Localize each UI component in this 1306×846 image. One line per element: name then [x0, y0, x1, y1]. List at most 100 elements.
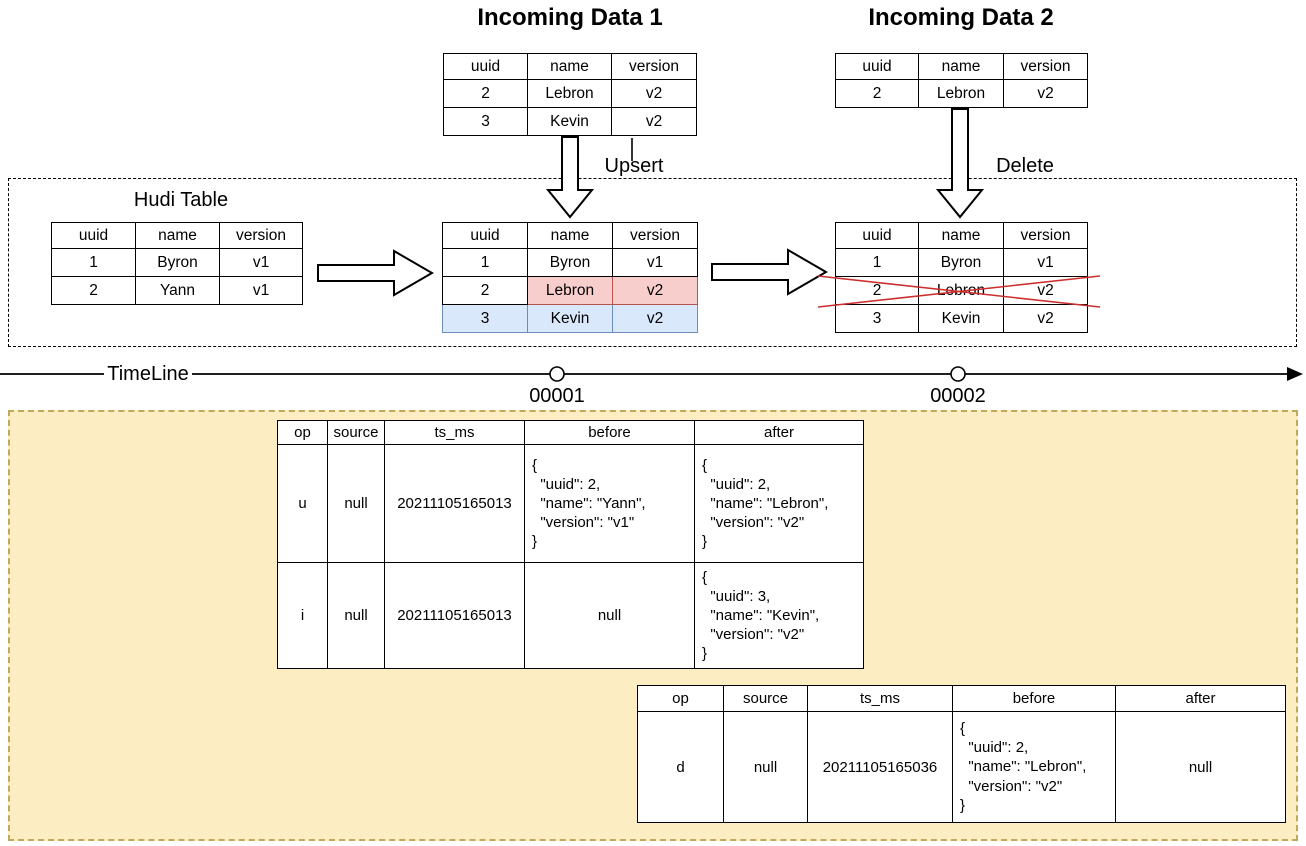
header-cell: name — [135, 222, 220, 249]
cdc-table-commit-00001: op source ts_ms before after u null 2021… — [277, 420, 864, 669]
header-cell: source — [723, 685, 808, 712]
incoming-data-2-title: Incoming Data 2 — [868, 4, 1054, 31]
cell: 2 — [442, 276, 528, 305]
header-cell: after — [694, 420, 864, 445]
header-cell: uuid — [835, 53, 919, 80]
header-cell: name — [918, 53, 1004, 80]
source-cell: null — [327, 444, 385, 563]
commit-00002-marker — [950, 366, 966, 382]
ts-cell: 20211105165013 — [384, 562, 525, 669]
op-cell: d — [637, 711, 724, 823]
header-cell: uuid — [443, 53, 528, 80]
after-cell: { "uuid": 3, "name": "Kevin", "version":… — [694, 562, 864, 669]
cell: 2 — [835, 276, 919, 305]
deleted-row: 2 Lebron v2 — [835, 276, 1088, 305]
header-row: op source ts_ms before after — [277, 420, 864, 445]
cell: v2 — [611, 79, 697, 108]
before-cell: { "uuid": 2, "name": "Yann", "version": … — [524, 444, 695, 563]
header-cell: op — [637, 685, 724, 712]
cell: 2 — [443, 79, 528, 108]
cell: 2 — [835, 79, 919, 108]
header-cell: name — [527, 53, 612, 80]
after-cell: { "uuid": 2, "name": "Lebron", "version"… — [694, 444, 864, 563]
header-cell: uuid — [835, 222, 919, 249]
cdc-update-row: u null 20211105165013 { "uuid": 2, "name… — [277, 444, 864, 563]
cell: Byron — [135, 248, 220, 277]
hudi-table-title: Hudi Table — [133, 189, 229, 211]
cdc-delete-row: d null 20211105165036 { "uuid": 2, "name… — [637, 711, 1286, 823]
commit-00001-label: 00001 — [529, 385, 585, 407]
timeline-label: TimeLine — [107, 363, 189, 385]
before-cell: { "uuid": 2, "name": "Lebron", "version"… — [952, 711, 1116, 823]
header-cell: after — [1115, 685, 1286, 712]
source-cell: null — [327, 562, 385, 669]
table-row: 2 Lebron v2 — [443, 79, 697, 108]
header-cell: uuid — [51, 222, 136, 249]
table-row: 3 Kevin v2 — [443, 107, 697, 136]
cell: v2 — [611, 107, 697, 136]
updated-row: 2 Lebron v2 — [442, 276, 698, 305]
header-cell: source — [327, 420, 385, 445]
table-row: 3 Kevin v2 — [835, 304, 1088, 333]
cell: v1 — [219, 248, 303, 277]
table-row: 2 Yann v1 — [51, 276, 303, 305]
hudi-table-after-delete: uuid name version 1 Byron v1 2 Lebron v2… — [835, 222, 1088, 333]
table-row: 1 Byron v1 — [51, 248, 303, 277]
header-cell: uuid — [442, 222, 528, 249]
cell: Yann — [135, 276, 220, 305]
incoming-data-2-table: uuid name version 2 Lebron v2 — [835, 53, 1088, 108]
cell: v1 — [219, 276, 303, 305]
cell: 1 — [442, 248, 528, 277]
commit-00001-marker — [549, 366, 565, 382]
header-cell: before — [952, 685, 1116, 712]
cell: Lebron — [918, 79, 1004, 108]
delete-label: Delete — [996, 155, 1054, 177]
cell: 1 — [835, 248, 919, 277]
header-row: uuid name version — [835, 222, 1088, 249]
cell: Byron — [527, 248, 613, 277]
cell: v1 — [1003, 248, 1088, 277]
table-row: 2 Lebron v2 — [835, 79, 1088, 108]
source-cell: null — [723, 711, 808, 823]
header-cell: version — [611, 53, 697, 80]
cell: Lebron — [918, 276, 1004, 305]
header-cell: version — [219, 222, 303, 249]
op-cell: u — [277, 444, 328, 563]
header-cell: name — [918, 222, 1004, 249]
upsert-label: Upsert — [604, 155, 664, 177]
cell: v1 — [612, 248, 698, 277]
inserted-row: 3 Kevin v2 — [442, 304, 698, 333]
commit-00002-label: 00002 — [930, 385, 986, 407]
ts-cell: 20211105165013 — [384, 444, 525, 563]
cell: 3 — [443, 107, 528, 136]
header-cell: version — [1003, 222, 1088, 249]
header-row: uuid name version — [51, 222, 303, 249]
cdc-insert-row: i null 20211105165013 null { "uuid": 3, … — [277, 562, 864, 669]
cell: Kevin — [527, 107, 612, 136]
op-cell: i — [277, 562, 328, 669]
timeline-arrowhead-icon — [1287, 367, 1303, 381]
header-cell: ts_ms — [807, 685, 953, 712]
cell: Kevin — [918, 304, 1004, 333]
header-row: uuid name version — [442, 222, 698, 249]
cell: 1 — [51, 248, 136, 277]
hudi-table-before: uuid name version 1 Byron v1 2 Yann v1 — [51, 222, 303, 305]
after-cell: null — [1115, 711, 1286, 823]
cell: Lebron — [527, 79, 612, 108]
cell: v2 — [1003, 276, 1088, 305]
header-cell: version — [612, 222, 698, 249]
cell: 2 — [51, 276, 136, 305]
cell: v2 — [1003, 304, 1088, 333]
header-cell: before — [524, 420, 695, 445]
cell: v2 — [1003, 79, 1088, 108]
incoming-data-1-title: Incoming Data 1 — [477, 4, 663, 31]
header-cell: op — [277, 420, 328, 445]
updated-cell: v2 — [612, 276, 698, 305]
cdc-table-commit-00002: op source ts_ms before after d null 2021… — [637, 685, 1286, 823]
header-cell: name — [527, 222, 613, 249]
table-row: 1 Byron v1 — [442, 248, 698, 277]
ts-cell: 20211105165036 — [807, 711, 953, 823]
updated-cell: Lebron — [527, 276, 613, 305]
cell: Byron — [918, 248, 1004, 277]
